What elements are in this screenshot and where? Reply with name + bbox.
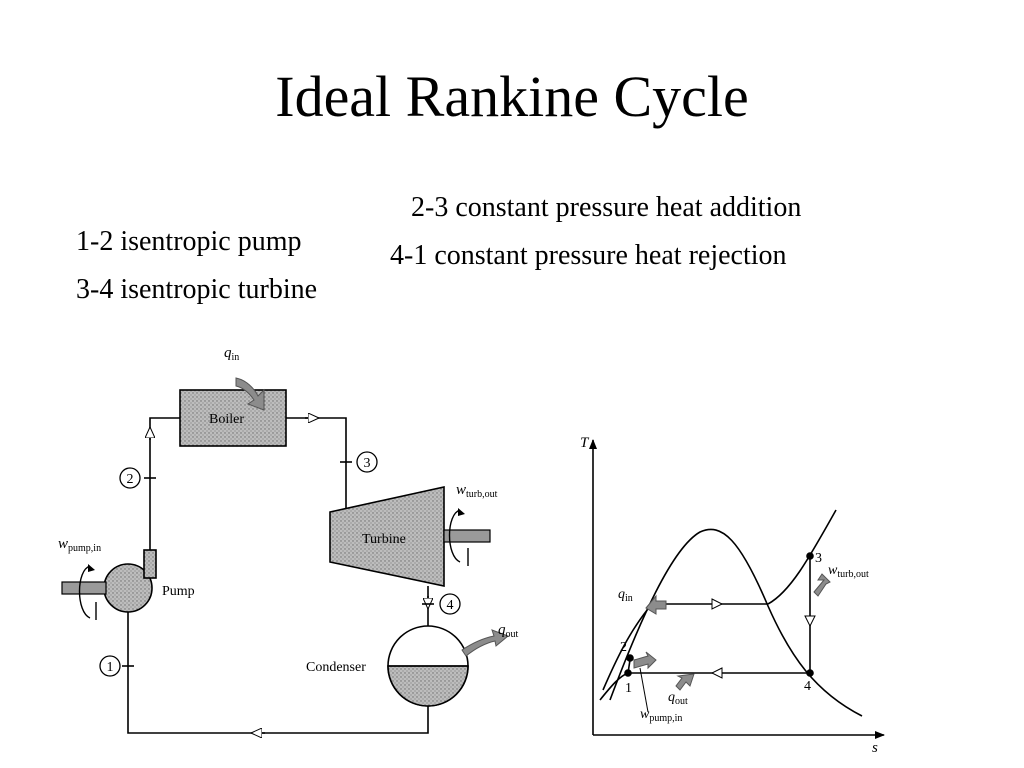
w-turb-out-label: wturb,out: [456, 482, 498, 500]
process-legend-row-1: 1-2 isentropic pump 2-3 constant pressur…: [62, 191, 801, 293]
svg-text:3: 3: [364, 456, 371, 471]
ts-point-label-3: 3: [815, 551, 822, 566]
state-marker-4: 4: [439, 593, 461, 615]
state-point-3: [806, 552, 814, 560]
q-out-arrow: [461, 629, 509, 657]
process-2-3-label: 2-3 constant pressure heat addition: [411, 192, 802, 223]
pipe-condenser-to-pump: [127, 612, 429, 734]
condenser-liquid: [387, 665, 469, 707]
state-point-2: [626, 654, 634, 662]
pump-shaft: [61, 581, 107, 595]
state-marker-3: 3: [356, 451, 378, 473]
q-in-label: qin: [224, 345, 239, 363]
turbine-shaft: [443, 529, 491, 543]
pump-outlet-nozzle: [143, 549, 157, 579]
flow-arrow: [804, 615, 816, 628]
boiler-box: [179, 389, 287, 447]
flow-arrow: [711, 598, 724, 610]
flow-arrow: [710, 667, 723, 679]
boiler-label: Boiler: [209, 412, 244, 427]
w-pump-in-leader: [639, 667, 649, 713]
ts-labels: T s 1 2 3 4 qin wturb,out qout wpump,in: [580, 435, 878, 756]
slide-title: Ideal Rankine Cycle: [275, 64, 749, 129]
pump-shaft-rotation-arrow: [78, 565, 91, 619]
ts-point-label-1: 1: [625, 681, 632, 696]
ts-w-turb-out-label: wturb,out: [828, 563, 869, 580]
q-out-label: qout: [498, 622, 519, 640]
t-axis-label: T: [580, 435, 590, 451]
ts-point-label-2: 2: [620, 640, 627, 655]
ts-w-pump-in-arrow: [633, 651, 657, 670]
turbine-shaft-rotation-arrow: [448, 509, 461, 563]
ts-w-pump-in-label: wpump,in: [640, 707, 682, 724]
turbine-body: [329, 486, 445, 587]
ts-q-in-arrow: [645, 594, 667, 615]
rotation-arrowhead: [458, 508, 465, 516]
process-3-4-label: 3-4 isentropic turbine: [76, 274, 318, 305]
ts-q-in-label: qin: [618, 587, 633, 604]
state-marker-2: 2: [119, 467, 141, 489]
process-legend-row-2: 3-4 isentropic turbine 4-1 constant pres…: [62, 239, 787, 341]
rotation-arrowhead: [88, 564, 95, 572]
ts-w-turb-out-arrow: [813, 573, 831, 597]
w-pump-in-label: wpump,in: [58, 536, 101, 554]
ts-q-out-arrow: [675, 673, 695, 691]
saturation-dome: [609, 528, 863, 717]
process-1-2-label: 1-2 isentropic pump: [76, 226, 302, 257]
pipe-pump-to-boiler: [149, 417, 180, 550]
pump-label: Pump: [162, 584, 195, 599]
svg-text:2: 2: [127, 472, 134, 487]
pipe-boiler-to-turbine: [286, 417, 347, 512]
turbine-label: Turbine: [362, 532, 406, 547]
rankine-schematic: [61, 377, 509, 734]
svg-text:4: 4: [447, 598, 454, 613]
s-axis-label: s: [872, 740, 878, 756]
condenser-label: Condenser: [306, 660, 366, 675]
state-point-1: [624, 669, 632, 677]
ts-q-out-label: qout: [668, 690, 688, 707]
svg-text:1: 1: [107, 660, 114, 675]
state-marker-1: 1: [99, 655, 121, 677]
ts-diagram: [589, 439, 885, 739]
schematic-labels: Boiler Turbine Pump Condenser qin qout w…: [58, 345, 519, 677]
ts-point-label-4: 4: [804, 679, 811, 694]
high-pressure-isobar: [602, 509, 837, 691]
state-point-4: [806, 669, 814, 677]
process-4-1-label: 4-1 constant pressure heat rejection: [390, 240, 787, 271]
q-in-arrow: [235, 377, 265, 411]
